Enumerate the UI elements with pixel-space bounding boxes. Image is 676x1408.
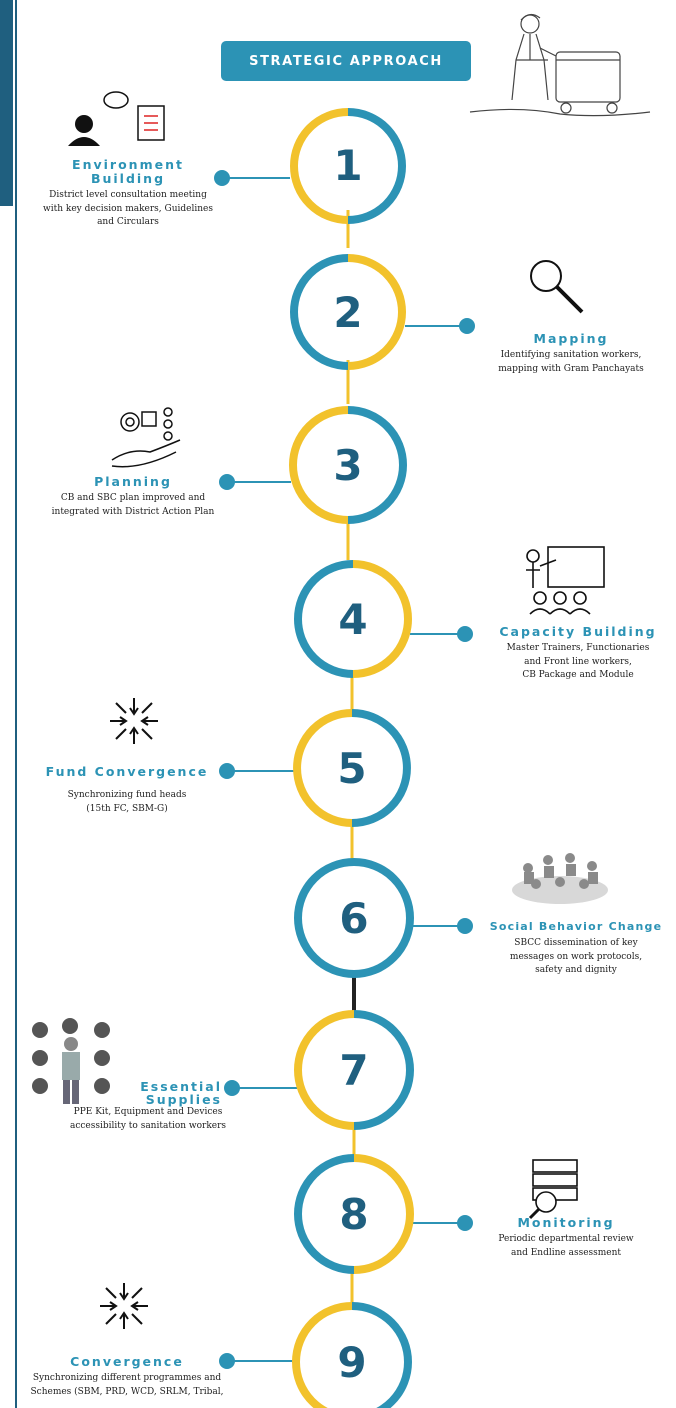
step-4-ring: 4 (294, 560, 412, 678)
community-meeting-icon (512, 853, 608, 904)
magnifier-icon (530, 260, 584, 314)
step-9-label: Convergence Synchronizing different prog… (20, 1355, 234, 1399)
step-7-ring: 7 (294, 1010, 414, 1130)
step-5-ring: 5 (293, 709, 411, 827)
server-search-icon (528, 1159, 578, 1220)
step-8-ring: 8 (294, 1154, 414, 1274)
connector-dot (219, 1353, 235, 1369)
step-description: Synchronizing different programmes and S… (30, 1373, 224, 1397)
step-1-ring: 1 (290, 108, 406, 224)
left-accent-bar (0, 0, 13, 206)
ppe-kit-icon (32, 1018, 110, 1104)
connector-dot (224, 1080, 240, 1096)
step-1-label: Environment Building District level cons… (40, 158, 216, 230)
connector-dot (214, 170, 230, 186)
step-7-label: Essential Supplies PPE Kit, Equipment an… (50, 1080, 246, 1133)
step-number: 6 (339, 894, 368, 943)
person-document-icon (68, 91, 165, 146)
convergence-arrows-icon (100, 1283, 148, 1329)
step-title: Capacity Building (499, 624, 657, 639)
step-number: 1 (333, 141, 362, 190)
step-2-label: Mapping Identifying sanitation workers, … (487, 332, 655, 376)
connector-dot (457, 626, 473, 642)
convergence-arrows-icon (110, 698, 158, 744)
step-2-ring: 2 (290, 254, 406, 370)
connector-dot (457, 1215, 473, 1231)
step-title: Social Behavior Change (489, 920, 663, 933)
step-description: Identifying sanitation workers, mapping … (498, 350, 644, 374)
step-title: Environment Building (72, 157, 184, 186)
step-number: 3 (333, 441, 362, 490)
step-3-ring: 3 (289, 406, 407, 524)
step-5-label: Fund Convergence Synchronizing fund head… (34, 765, 220, 816)
step-title: Monitoring (517, 1215, 615, 1230)
step-number: 5 (337, 744, 366, 793)
step-title: Mapping (533, 331, 609, 346)
gear-hand-icon (111, 407, 181, 468)
step-title: Essential Supplies (140, 1079, 222, 1107)
step-description: PPE Kit, Equipment and Devices accessibi… (69, 1107, 227, 1131)
step-number: 2 (333, 288, 362, 337)
step-description: Master Trainers, Functionaries and Front… (506, 643, 650, 680)
step-description: District level consultation meeting with… (43, 190, 213, 227)
step-6-label: Social Behavior Change SBCC disseminatio… (478, 920, 674, 978)
training-icon (526, 546, 605, 615)
connector-dot (457, 918, 473, 934)
step-3-label: Planning CB and SBC plan improved and in… (40, 475, 226, 519)
step-description: SBCC dissemination of key messages on wo… (509, 938, 643, 975)
step-number: 9 (337, 1338, 366, 1387)
step-description: Periodic departmental review and Endline… (498, 1234, 634, 1258)
step-description: CB and SBC plan improved and integrated … (51, 493, 215, 517)
sanitation-worker-illustration (469, 13, 651, 117)
step-6-ring: 6 (294, 858, 414, 978)
step-number: 4 (338, 595, 367, 644)
step-4-label: Capacity Building Master Trainers, Funct… (484, 625, 672, 683)
step-title: Convergence (70, 1354, 184, 1369)
step-title: Fund Convergence (45, 764, 209, 779)
step-number: 8 (339, 1190, 368, 1239)
left-border-line (15, 0, 17, 1408)
connector-dot (219, 763, 235, 779)
step-8-label: Monitoring Periodic departmental review … (484, 1216, 648, 1260)
step-title: Planning (94, 474, 172, 489)
step-number: 7 (339, 1046, 368, 1095)
page-title: STRATEGIC APPROACH (221, 41, 471, 81)
step-connectors (214, 170, 475, 1369)
step-9-ring: 9 (292, 1302, 412, 1408)
step-description: Synchronizing fund heads (15th FC, SBM-G… (67, 790, 187, 814)
connector-dot (459, 318, 475, 334)
connector-dot (219, 474, 235, 490)
